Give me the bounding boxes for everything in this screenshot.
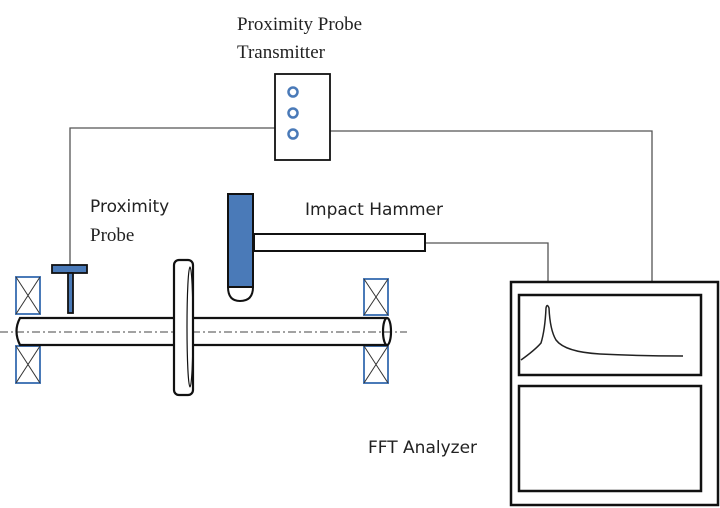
probe-label-line1: Proximity: [90, 197, 170, 217]
hammer-handle: [253, 233, 426, 252]
probe-label-line2: Probe: [90, 225, 135, 246]
analyzer-wire: [330, 130, 653, 282]
proximity-probe: [51, 264, 88, 314]
transmitter-box: [274, 73, 331, 161]
probe-wire: [69, 127, 275, 266]
wires: [69, 127, 653, 282]
hammer-wire: [425, 242, 549, 282]
impact-hammer: [226, 193, 426, 303]
transmitter-label-line2: Transmitter: [237, 42, 325, 63]
bearing-left-bottom: [15, 345, 41, 384]
frequency-response-curve: [520, 304, 684, 361]
analyzer-label: FFT Analyzer: [368, 438, 478, 458]
hammer-tip: [226, 286, 255, 303]
indicator-led: [287, 86, 299, 98]
rotor-disc: [172, 258, 195, 397]
hammer-head: [227, 193, 254, 288]
analyzer-screen-bottom: [517, 384, 703, 493]
bearing-left-top: [15, 276, 41, 315]
transmitter-label-line1: Proximity Probe: [237, 14, 363, 35]
bearings: [15, 276, 389, 384]
bearing-right-top: [363, 278, 389, 316]
indicator-led: [287, 107, 299, 119]
fft-analyzer: [509, 280, 720, 507]
indicator-led: [287, 128, 299, 140]
bearing-right-bottom: [363, 345, 389, 384]
shaft: [15, 316, 393, 347]
hammer-label: Impact Hammer: [305, 200, 443, 220]
